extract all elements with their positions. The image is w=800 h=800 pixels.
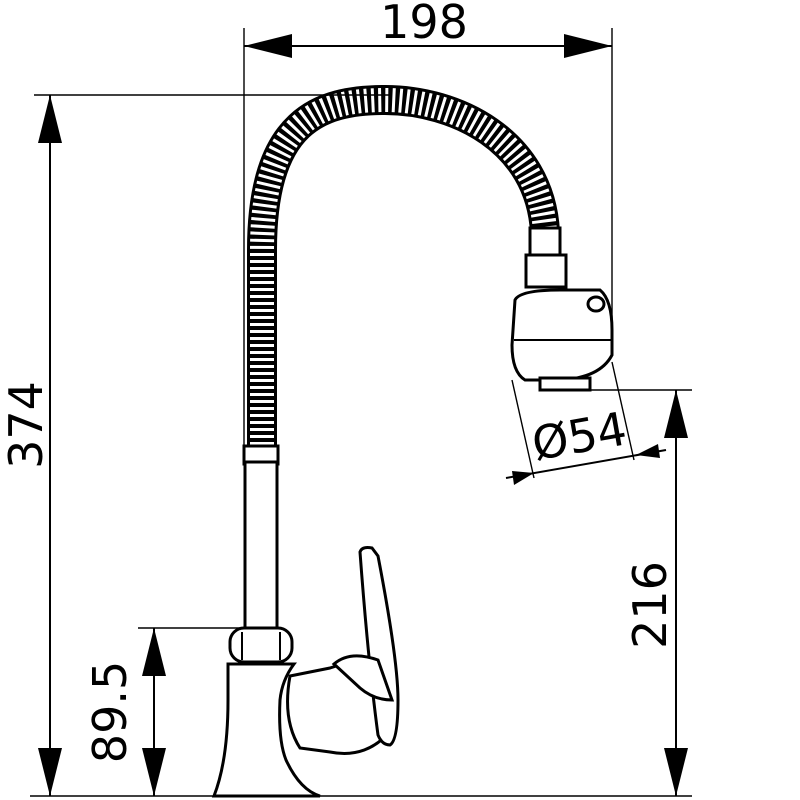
arrow-top (142, 628, 166, 676)
base-nut (228, 626, 294, 664)
lever-handle-base (331, 654, 395, 702)
spray-head-nozzle (538, 376, 592, 392)
hose-connector (528, 226, 562, 258)
spray-head-button (586, 295, 606, 313)
valve-body (211, 662, 321, 798)
dimension-total-height: 374 (0, 94, 692, 797)
dimension-label-diameter: Ø54 (528, 401, 631, 471)
arrow-diameter-right (636, 444, 660, 458)
dimension-label-outlet-height: 216 (623, 561, 677, 649)
hose-nut (524, 253, 568, 289)
arrow-top (664, 390, 688, 438)
spray-head (510, 288, 614, 382)
riser-tube (243, 460, 279, 632)
dimension-spray-diameter: Ø54 (505, 361, 667, 485)
arrow-diameter-left (512, 471, 534, 485)
dimension-outlet-height: 216 (546, 389, 692, 796)
dimension-base-height: 89.5 (83, 627, 240, 796)
faucet (211, 84, 614, 798)
arrow-bottom (38, 748, 62, 796)
dimension-label-total-height: 374 (0, 381, 53, 469)
dimension-label-width: 198 (380, 0, 468, 49)
arrow-top (38, 95, 62, 143)
arrow-bottom (142, 748, 166, 796)
dimension-width: 198 (243, 0, 613, 452)
flexible-hose-corrugation (250, 87, 557, 445)
flexible-hose (247, 84, 560, 445)
arrow-left (244, 34, 292, 58)
extension-line-diameter-right (611, 361, 635, 461)
arrow-right (564, 34, 612, 58)
arrow-bottom (664, 748, 688, 796)
extension-line-diameter-left (511, 379, 535, 479)
dimension-label-base-height: 89.5 (83, 661, 137, 763)
